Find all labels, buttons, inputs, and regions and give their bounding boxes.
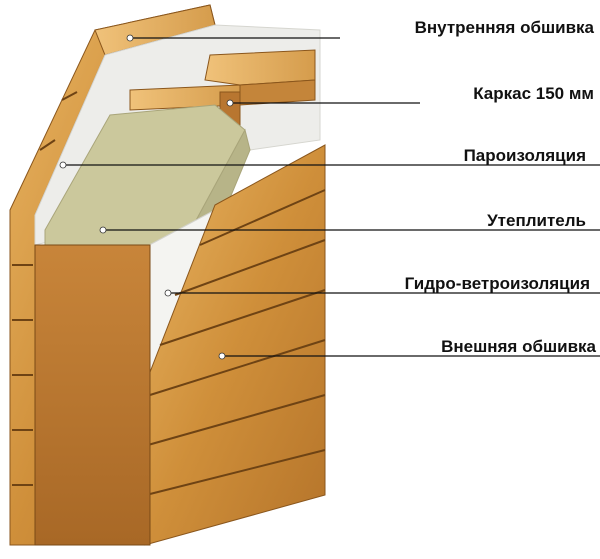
pointer-dots bbox=[59, 34, 234, 360]
label-wind-water-barrier: Гидро-ветроизоляция bbox=[404, 274, 590, 293]
front-section-face bbox=[34, 244, 151, 546]
label-frame: Каркас 150 мм bbox=[473, 84, 594, 103]
label-inner-sheathing: Внутренняя обшивка bbox=[414, 18, 594, 37]
leader-lines bbox=[63, 37, 600, 357]
label-insulation: Утеплитель bbox=[487, 211, 586, 230]
label-vapor-barrier: Пароизоляция bbox=[463, 146, 586, 165]
label-outer-sheathing: Внешняя обшивка bbox=[441, 337, 596, 356]
